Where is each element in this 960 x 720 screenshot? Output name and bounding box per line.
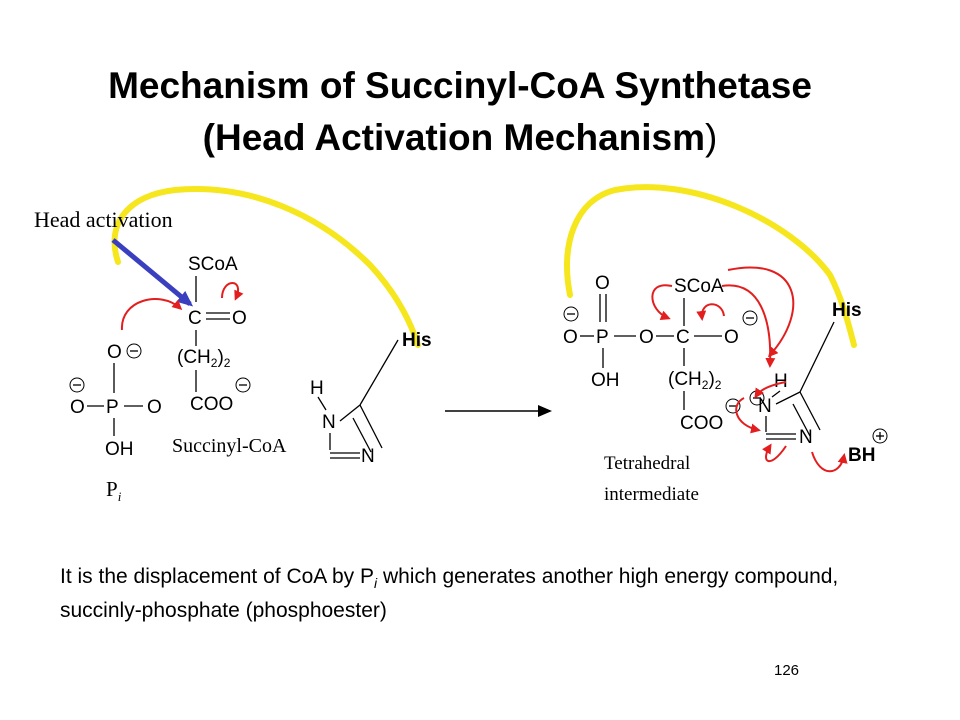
title-line2-paren: ) (705, 117, 718, 158)
succ-carbonyl-c: C (188, 308, 202, 329)
tet-coo: COO (680, 413, 723, 434)
succinyl-coa-label: Succinyl-CoA (172, 435, 287, 457)
pi-label: Pi (106, 477, 122, 505)
tet-o-right: O (724, 327, 739, 348)
caption: It is the displacement of CoA by Pi whic… (60, 565, 839, 623)
succ-ch2: (CH2)2 (177, 347, 231, 370)
succ-coo: COO (190, 394, 233, 415)
tet-arrow-8 (811, 451, 848, 473)
tet-arrow-2 (696, 303, 725, 321)
tet-o-left: O (563, 327, 578, 348)
bh-label: BH (848, 445, 875, 466)
pi-oh: OH (105, 439, 134, 460)
tet-scoa: SCoA (674, 276, 724, 297)
right-his-n-top: N (758, 396, 772, 417)
tet-ch2: (CH2)2 (668, 369, 722, 392)
tet-o-top: O (595, 273, 610, 294)
tet-p: P (596, 327, 609, 348)
slide-title-line2: (Head Activation Mechanism) (0, 116, 920, 160)
right-his-n-bottom: N (799, 427, 813, 448)
enzyme-surface-right (564, 184, 857, 348)
tet-arrow-7 (762, 443, 787, 462)
right-his: His (832, 300, 862, 321)
tet-arrow-6 (735, 397, 761, 434)
slide-title-line1: Mechanism of Succinyl-CoA Synthetase (108, 65, 812, 106)
left-his-n-top: N (322, 412, 336, 433)
tetrahedral-label-line2: intermediate (604, 484, 699, 505)
pi-p: P (106, 397, 119, 418)
succ-carbonyl-o: O (232, 308, 247, 329)
tet-arrow-1 (651, 284, 673, 321)
tet-arrow-5 (754, 381, 787, 399)
pi-o-left: O (70, 397, 85, 418)
carbonyl-arrow (221, 282, 244, 301)
right-his-h: H (774, 371, 788, 392)
tet-o-bridge: O (639, 327, 654, 348)
page-number: 126 (774, 662, 800, 679)
tet-c: C (676, 327, 690, 348)
left-his: His (402, 330, 432, 351)
tetrahedral-label-line1: Tetrahedral (604, 453, 691, 474)
tet-oh: OH (591, 370, 620, 391)
left-his-h: H (310, 378, 324, 399)
head-activation-pointer (111, 238, 194, 307)
pi-o-top: O (107, 342, 122, 363)
enzyme-surface-left (111, 186, 421, 348)
pi-o-right: O (147, 397, 162, 418)
attack-arrow (120, 298, 183, 331)
head-activation-label: Head activation (34, 207, 173, 232)
title-line2-text: (Head Activation Mechanism (202, 117, 706, 158)
tet-arrow-3 (721, 284, 776, 368)
succ-scoa: SCoA (188, 254, 238, 275)
tetrahedral-intermediate-label: Tetrahedral intermediate (604, 448, 699, 510)
left-his-n-bottom: N (361, 446, 375, 467)
tet-arrow-4 (727, 266, 795, 358)
